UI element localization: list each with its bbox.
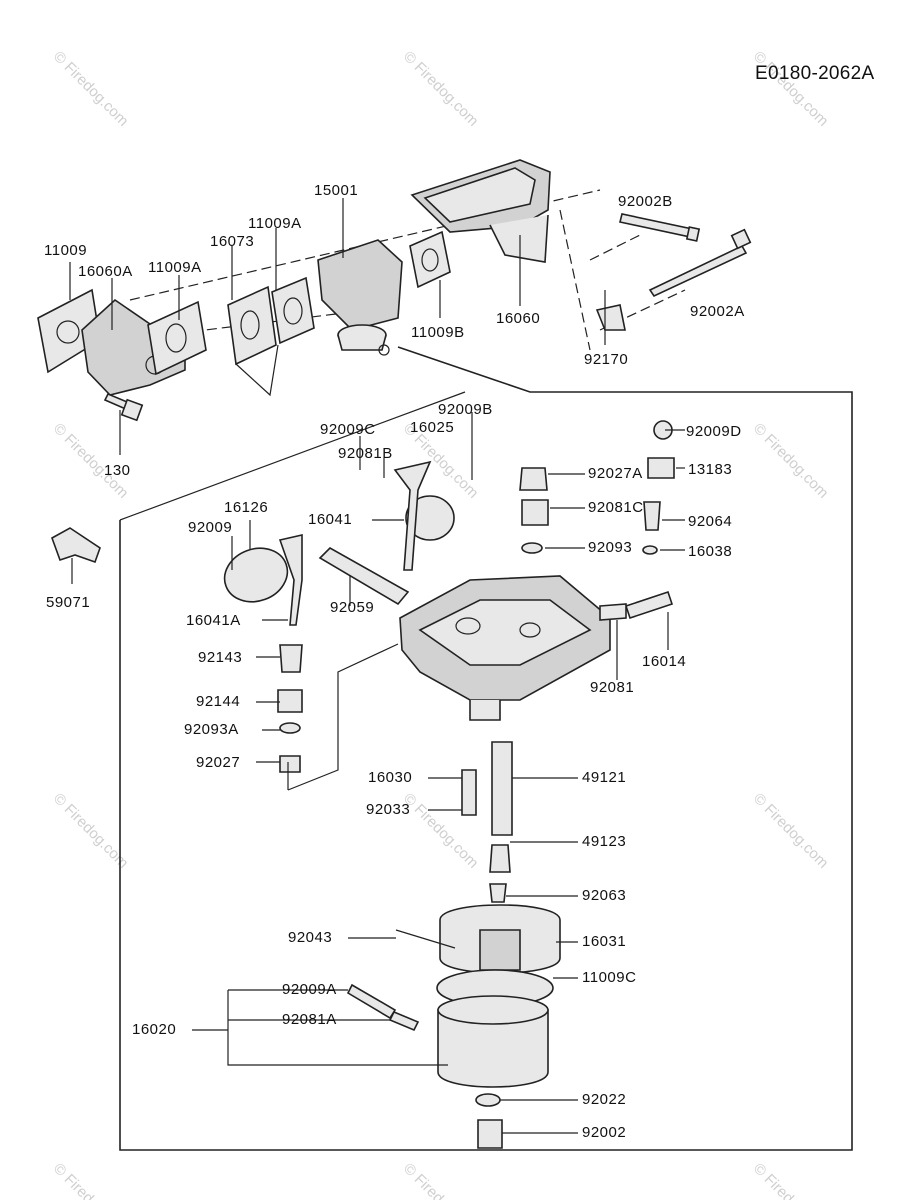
label-16060A: 16060A [78,263,133,280]
pin-92043 [395,929,456,949]
label-11009B: 11009B [411,324,465,341]
label-11009C: 11009C [582,969,637,986]
oring-16038 [642,545,658,555]
label-16020: 16020 [132,1021,177,1038]
gasket-11009A-2 [271,276,315,345]
label-16060: 16060 [496,310,541,327]
label-92093: 92093 [588,539,633,556]
label-16041: 16041 [308,511,353,528]
jet-16030 [461,769,477,816]
pipe-92059 [318,547,410,606]
label-130: 130 [104,462,131,479]
label-92027A: 92027A [588,465,643,482]
label-16030: 16030 [368,769,413,786]
choke-shaft-16041 [393,460,432,571]
label-92059: 92059 [330,599,375,616]
label-11009: 11009 [44,242,88,259]
bolt-92002B [619,213,698,239]
throttle-shaft-16041A [278,533,303,626]
label-92002B: 92002B [618,193,673,210]
spring-92081A [388,1010,420,1032]
spring-92081 [599,603,627,621]
jet-49123 [489,844,511,873]
label-92043: 92043 [288,929,333,946]
label-49123: 49123 [582,833,627,850]
label-16041A: 16041A [186,612,241,629]
detail-frame [119,346,853,1151]
bushing-92143 [279,644,303,673]
cap-92027A [519,467,548,491]
tube-49121 [491,741,513,836]
label-59071: 59071 [46,594,91,611]
label-92009B: 92009B [438,401,493,418]
label-92022: 92022 [582,1091,627,1108]
label-92009: 92009 [188,519,233,536]
label-16038: 16038 [688,543,733,560]
insulator-16073 [227,285,277,366]
label-92063: 92063 [582,887,627,904]
screw-92009A [346,983,397,1020]
label-92143: 92143 [198,649,243,666]
bolt-92002A [648,244,748,298]
label-92009C: 92009C [320,421,376,438]
label-15001: 15001 [314,182,359,199]
label-13183: 13183 [688,461,733,478]
label-16025: 16025 [410,419,455,436]
label-92027: 92027 [196,754,241,771]
label-92081C: 92081C [588,499,644,516]
bracket-13183 [647,457,675,479]
label-92093A: 92093A [184,721,239,738]
label-11009A-2: 11009A [248,215,302,232]
float-bowl-16020 [437,1009,549,1088]
oring-92093 [521,542,543,554]
label-92170: 92170 [584,351,629,368]
washer-92022 [475,1093,501,1107]
gasket-11009B [409,230,451,289]
label-92081B: 92081B [338,445,393,462]
spring-92081C [521,499,549,526]
label-92009A: 92009A [282,981,337,998]
gasket-11009A [147,300,207,376]
label-92064: 92064 [688,513,733,530]
label-16014: 16014 [642,653,687,670]
needle-92063 [489,883,507,903]
label-92002A: 92002A [690,303,745,320]
fitting-59071 [51,527,101,564]
drawing-id: E0180-2062A [755,63,875,84]
label-16126: 16126 [224,499,269,516]
label-92002: 92002 [582,1124,627,1141]
choke-valve-16025 [405,495,455,541]
cap-92027 [279,755,301,773]
label-92144: 92144 [196,693,241,710]
label-11009A: 11009A [148,259,202,276]
plate-92170 [595,304,626,331]
carburetor-15001 [317,239,403,331]
washer-92093A [279,722,301,734]
label-92081: 92081 [590,679,635,696]
spring-92144 [277,689,303,713]
label-92081A: 92081A [282,1011,337,1028]
throttle-valve-16126 [223,547,289,603]
label-16073: 16073 [210,233,255,250]
label-92033: 92033 [366,801,411,818]
label-49121: 49121 [582,769,627,786]
bolt-92002 [477,1119,503,1149]
label-16031: 16031 [582,933,627,950]
screw-16014 [624,590,674,620]
label-92009D: 92009D [686,423,742,440]
valve-92064 [643,501,661,531]
